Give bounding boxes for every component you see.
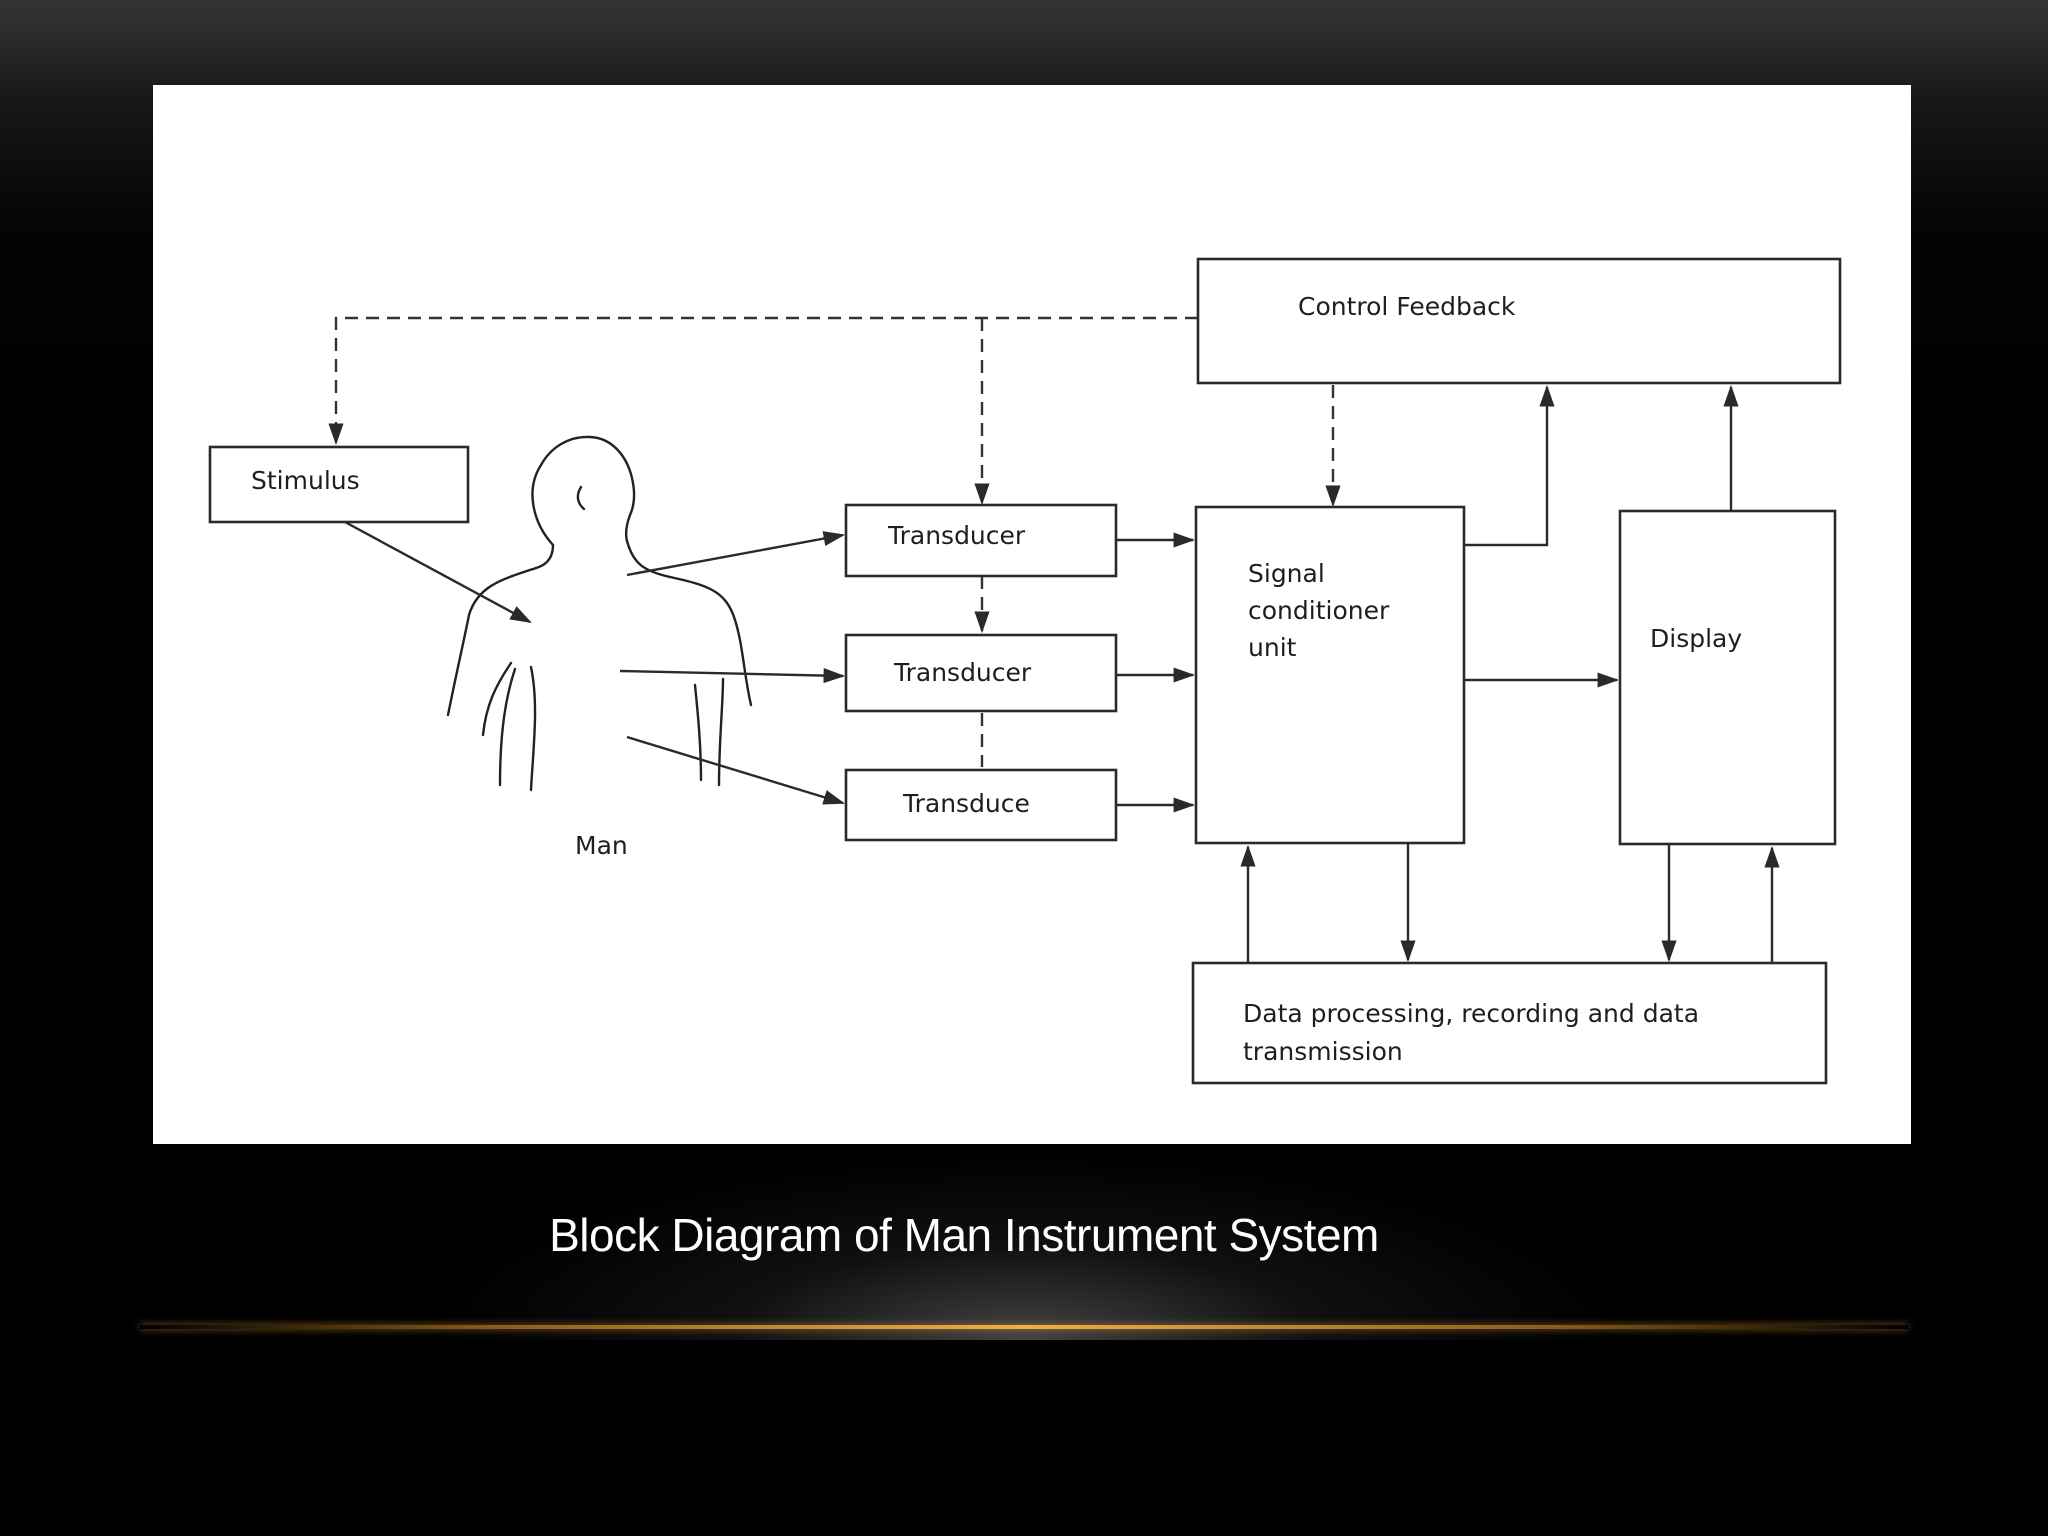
arrow-stimulus-to-man	[344, 520, 532, 624]
stimulus-label: Stimulus	[251, 466, 360, 495]
arrow-man-to-transducer-1	[626, 531, 846, 577]
arrow-signal-to-control-feedback	[1464, 384, 1555, 547]
arrow-man-to-transducer-3	[626, 735, 846, 805]
transducer-3-box	[844, 768, 1118, 842]
data-processing-label-line-2: transmission	[1243, 1037, 1403, 1066]
slide-caption: Block Diagram of Man Instrument System	[549, 1209, 1379, 1261]
stimulus-box	[208, 445, 470, 524]
data-processing-label-line-1: Data processing, recording and data	[1243, 999, 1699, 1028]
signal-conditioner-label-line-3: unit	[1248, 633, 1297, 662]
control-feedback-box	[1196, 257, 1842, 385]
transducer-2-box	[844, 633, 1118, 713]
feedback-line-to-stimulus	[328, 316, 1198, 446]
transducer-1-label: Transducer	[887, 521, 1026, 550]
diagram-panel: Control Feedback Stimulus Man Transducer…	[153, 85, 1911, 1144]
block-diagram: Control Feedback Stimulus Man Transducer…	[208, 257, 1842, 1085]
control-feedback-label: Control Feedback	[1298, 292, 1516, 321]
transducer-3-label: Transduce	[902, 789, 1030, 818]
arrow-man-to-transducer-2	[619, 668, 846, 684]
signal-conditioner-label-line-2: conditioner	[1248, 596, 1390, 625]
man-label: Man	[575, 831, 628, 860]
accent-divider-line	[140, 1325, 1908, 1329]
transducer-2-label: Transducer	[893, 658, 1032, 687]
data-processing-box	[1191, 961, 1828, 1085]
man-figure	[446, 435, 753, 792]
display-box	[1618, 509, 1837, 846]
display-label: Display	[1650, 624, 1742, 653]
signal-conditioner-box	[1194, 505, 1466, 845]
signal-conditioner-label-line-1: Signal	[1248, 559, 1325, 588]
